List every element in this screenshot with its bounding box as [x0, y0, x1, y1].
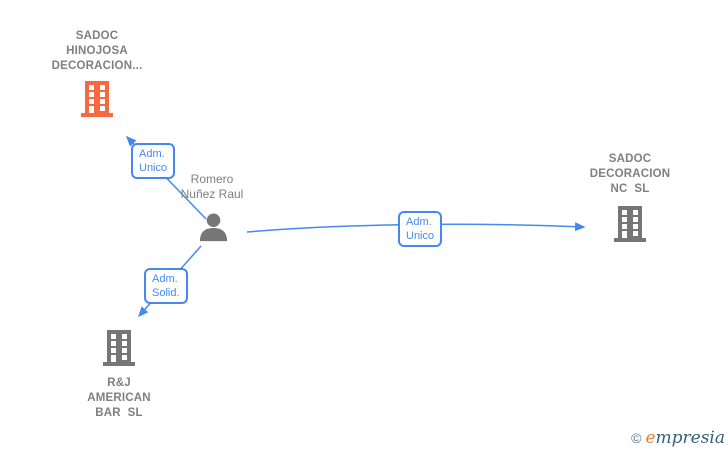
building-icon — [613, 206, 647, 248]
node-company-top-left[interactable]: SADOC HINOJOSA DECORACION... — [37, 29, 157, 123]
building-icon — [102, 330, 136, 372]
node-company-right[interactable]: SADOC DECORACION NC SL — [570, 152, 690, 248]
brand-rest: mpresia — [655, 428, 726, 448]
empresia-watermark: © empresia — [631, 428, 725, 448]
node-person[interactable]: Romero Nuñez Raul — [152, 172, 272, 202]
brand-logo: empresia — [645, 428, 725, 448]
edge-label-adm-unico-right: Adm. Unico — [398, 211, 443, 247]
building-icon — [80, 81, 114, 123]
brand-first-letter: e — [645, 428, 656, 448]
edge-label-adm-solid: Adm. Solid. — [144, 268, 188, 304]
company-name: SADOC DECORACION NC SL — [589, 153, 671, 195]
company-name: SADOC HINOJOSA DECORACION... — [51, 30, 143, 72]
edge-label-adm-unico-top: Adm. Unico — [131, 143, 176, 179]
person-icon[interactable] — [198, 212, 229, 248]
node-company-bottom-left[interactable]: R&J AMERICAN BAR SL — [59, 330, 179, 421]
copyright-icon: © — [631, 430, 642, 446]
person-name: Romero Nuñez Raul — [180, 172, 244, 201]
company-name: R&J AMERICAN BAR SL — [87, 377, 151, 419]
